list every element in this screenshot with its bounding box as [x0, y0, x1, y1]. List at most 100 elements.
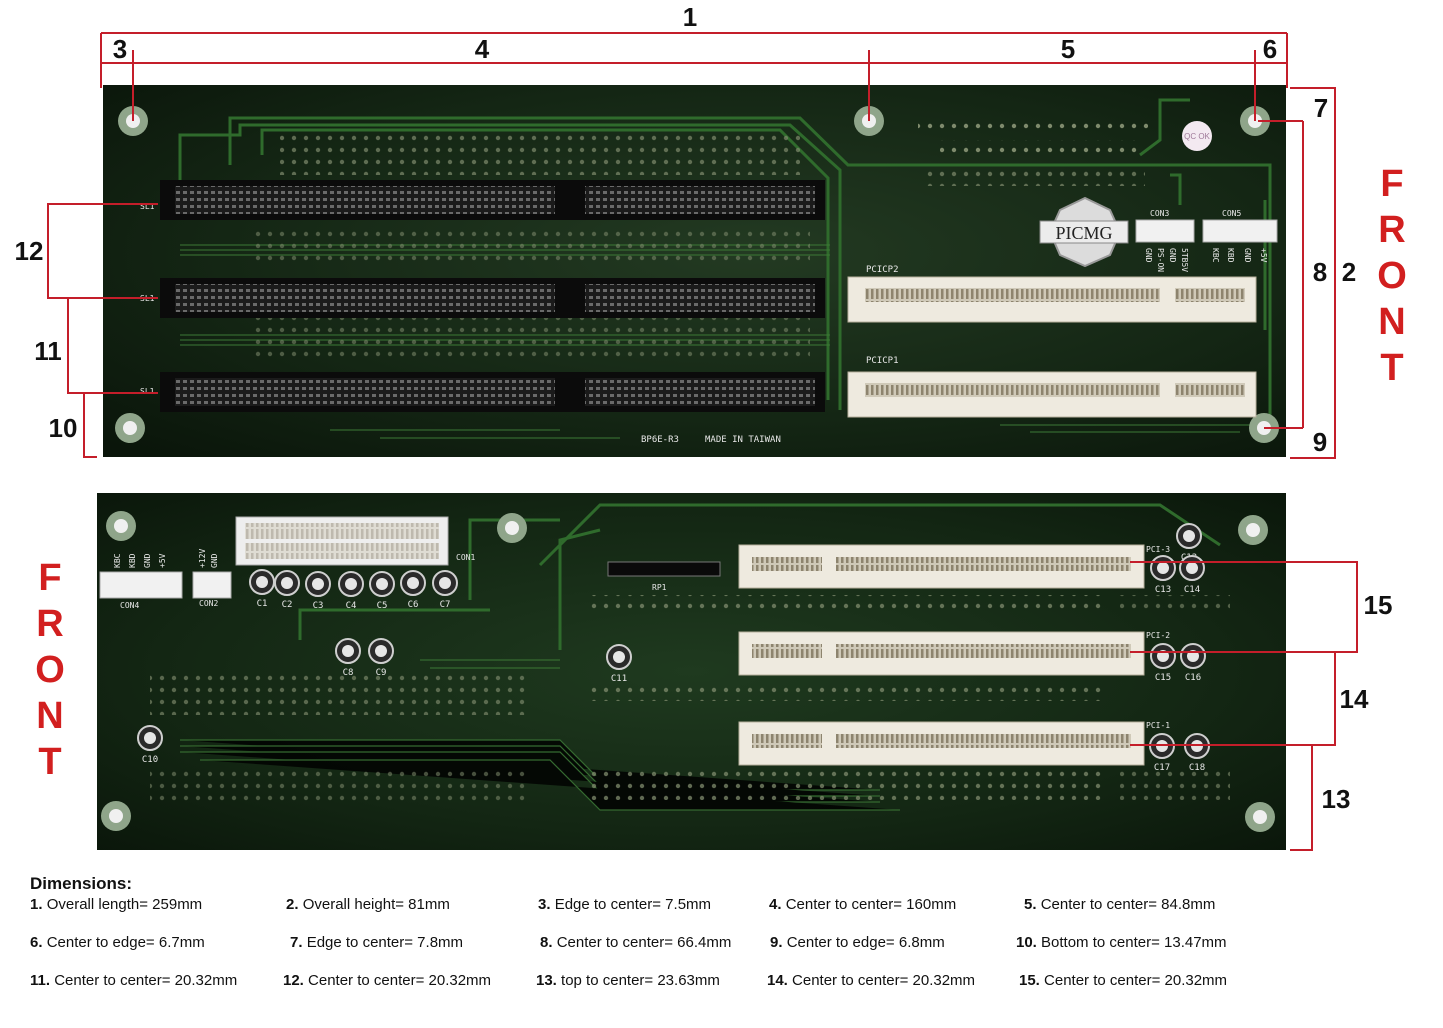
capacitor-label: C9 [376, 668, 387, 678]
capacitor-label: C7 [440, 600, 451, 610]
con2-connector: CON2 +12V GND [192, 549, 232, 608]
front-letter: R [1378, 209, 1405, 251]
con2-pin-label: +12V [198, 549, 207, 568]
pci-slot-bottom-1: PCI-1 [738, 721, 1170, 766]
top-traces [178, 98, 1272, 420]
callout-9: 9 [1313, 427, 1327, 457]
dimensions-row: 1. Overall length= 259mm 2. Overall heig… [30, 896, 1430, 934]
capacitor: C10 [137, 725, 163, 765]
dimension-item: 15. Center to center= 20.32mm [1019, 972, 1227, 989]
callout-11: 11 [34, 336, 62, 366]
callout-8: 8 [1313, 257, 1327, 287]
pci-slot-label: PCICP2 [866, 265, 899, 275]
callout-10: 10 [49, 413, 78, 443]
isa-slot-1: SL1 [140, 180, 825, 220]
dimension-item: 13. top to center= 23.63mm [536, 972, 720, 989]
capacitor-label: C18 [1189, 763, 1205, 773]
dimension-number: 13. [536, 972, 557, 989]
capacitor-label: C2 [282, 600, 293, 610]
con4-pin-label: KBD [128, 553, 137, 568]
front-letter: O [35, 649, 65, 691]
callout-4: 4 [475, 34, 490, 64]
dimension-item: 3. Edge to center= 7.5mm [538, 896, 711, 913]
bottom-solder-field-7 [1120, 770, 1230, 800]
dimension-number: 15. [1019, 972, 1040, 989]
capacitor-label: C10 [142, 755, 158, 765]
front-letter: T [1380, 347, 1403, 389]
dimension-number: 7. [290, 934, 303, 951]
dimension-number: 3. [538, 896, 551, 913]
dimension-text: Center to center= 160mm [785, 896, 957, 913]
isa-slot-2: SL1 [140, 278, 825, 318]
dim-line-13 [1130, 744, 1313, 851]
capacitor: C9 [368, 638, 394, 678]
dimension-item: 5. Center to center= 84.8mm [1024, 896, 1215, 913]
capacitor-label: C13 [1155, 585, 1171, 595]
bottom-mount-holes [101, 511, 1275, 832]
front-letter: N [36, 695, 63, 737]
front-letter: T [38, 741, 61, 783]
front-letter: R [36, 603, 63, 645]
dimension-number: 9. [770, 934, 783, 951]
dimension-item: 7. Edge to center= 7.8mm [290, 934, 463, 951]
isa-slot-3: SL1 [140, 372, 825, 412]
con5-pin-label: GND [1243, 248, 1252, 263]
capacitors: C1C2C3C4C5C6C7C8C9C10C11C12C13C14C15C16C… [137, 523, 1210, 773]
dimension-number: 4. [769, 896, 782, 913]
bottom-solder-field-5 [150, 765, 530, 805]
pci-slot-label: PCI-3 [1146, 545, 1170, 554]
dimension-item: 6. Center to edge= 6.7mm [30, 934, 205, 951]
capacitor-label: C6 [408, 600, 419, 610]
con1-power-connector: CON1 [235, 516, 475, 566]
dimension-item: 2. Overall height= 81mm [286, 896, 450, 913]
con4-pin-label: GND [143, 553, 152, 568]
con2-pin-label: GND [210, 553, 219, 568]
pci-slot-label: PCICP1 [866, 356, 899, 366]
dimension-item: 12. Center to center= 20.32mm [283, 972, 491, 989]
capacitor-label: C5 [377, 601, 388, 611]
con3-label: CON3 [1150, 209, 1169, 218]
callout-7: 7 [1314, 93, 1328, 123]
con3-pin-label: GND [1144, 248, 1153, 263]
con5-connector: CON5 KBC KBD GND +5V [1202, 209, 1278, 263]
made-in-label: MADE IN TAIWAN [705, 435, 781, 445]
dimensions-title: Dimensions: [30, 874, 133, 893]
front-letter: F [38, 557, 61, 599]
top-board: SL1 SL1 SL1 PCICP2 PCICP1 [103, 85, 1286, 457]
bottom-solder-field-4 [150, 675, 530, 715]
con1-label: CON1 [456, 553, 475, 562]
dimensions-panel: Dimensions: 1. Overall length= 259mm 2. … [30, 874, 1430, 1010]
dimension-text: Bottom to center= 13.47mm [1041, 934, 1227, 951]
callout-12: 12 [15, 236, 44, 266]
con3-connector: CON3 GND PS-ON GND 5TB5V [1135, 209, 1195, 272]
capacitor: C16 [1180, 643, 1206, 683]
callout-15: 15 [1364, 590, 1393, 620]
model-label: BP6E-R3 [641, 435, 679, 445]
dimension-number: 1. [30, 896, 43, 913]
pci-slot-pcicp1: PCICP1 [847, 356, 1257, 418]
bottom-solder-field-3 [585, 770, 1105, 800]
dimension-text: Overall height= 81mm [302, 896, 450, 913]
front-letter: O [1377, 255, 1407, 297]
rp1-label: RP1 [652, 583, 667, 592]
con4-pin-label: KBC [113, 553, 122, 568]
bottom-solder-field-2 [585, 685, 1105, 701]
dim-line-10 [83, 392, 158, 458]
picmg-logo-text: PICMG [1055, 223, 1112, 243]
callout-14: 14 [1340, 684, 1369, 714]
capacitor-label: C1 [257, 599, 268, 609]
dimension-text: Center to center= 84.8mm [1040, 896, 1216, 913]
top-solder-field-3 [250, 318, 810, 358]
top-solder-field-2 [250, 225, 810, 265]
capacitor: C15 [1150, 643, 1176, 683]
dimension-text: Center to center= 20.32mm [54, 972, 238, 989]
con4-pin-label: +5V [158, 553, 167, 568]
dimension-text: Edge to center= 7.8mm [306, 934, 464, 951]
capacitor-label: C17 [1154, 763, 1170, 773]
con4-connector: CON4 KBC KBD GND +5V [99, 553, 183, 610]
capacitor-label: C15 [1155, 673, 1171, 683]
dimension-number: 2. [286, 896, 299, 913]
dimensions-row: 6. Center to edge= 6.7mm 7. Edge to cent… [30, 934, 1430, 972]
dimension-text: Center to center= 20.32mm [792, 972, 976, 989]
dimension-number: 14. [767, 972, 788, 989]
